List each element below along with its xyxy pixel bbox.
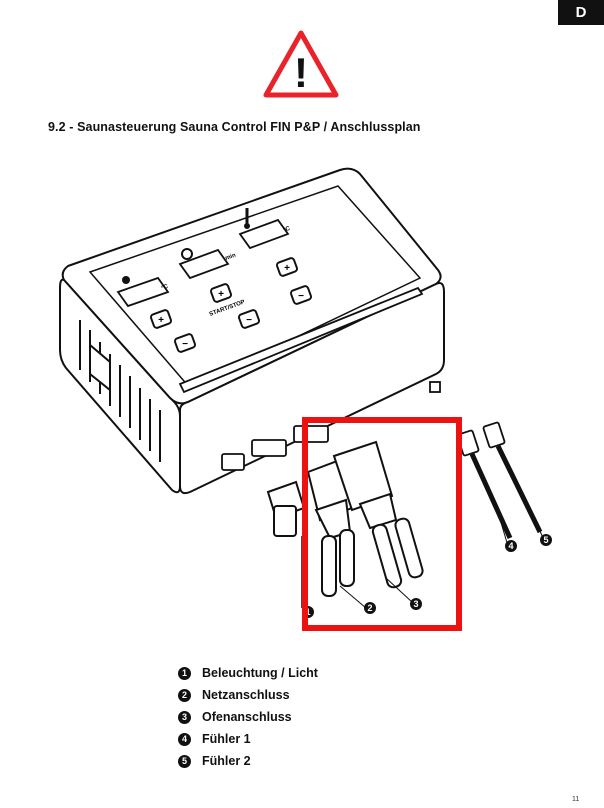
svg-text:°C: °C <box>161 284 170 292</box>
svg-text:−: − <box>246 315 252 326</box>
light-icon <box>122 276 130 284</box>
plug-heater <box>332 440 424 589</box>
callout-4: 4 <box>508 541 513 551</box>
svg-text:+: + <box>158 315 164 326</box>
plug-power <box>306 458 355 597</box>
sensor-plug-2 <box>482 421 543 534</box>
callout-5: 5 <box>543 535 548 545</box>
connection-diagram: °C min °C + − + − + − START/STOP <box>59 167 552 631</box>
page-number: 11 <box>572 796 580 803</box>
callout-3: 3 <box>413 599 418 609</box>
warning-icon: ! <box>263 30 339 98</box>
svg-text:−: − <box>182 339 188 350</box>
svg-text:min: min <box>225 252 237 261</box>
highlight-box <box>302 417 462 631</box>
callout-2: 2 <box>367 603 372 613</box>
svg-text:−: − <box>298 291 304 302</box>
timer-icon <box>181 248 193 260</box>
plug-light <box>266 480 306 608</box>
language-tab: D <box>558 0 604 25</box>
warning-symbol: ! <box>294 49 308 96</box>
svg-text:+: + <box>218 289 224 300</box>
sensor-plug-1 <box>456 429 513 540</box>
section-title: 9.2 - Saunasteuerung Sauna Control FIN P… <box>48 120 421 134</box>
svg-text:+: + <box>284 263 290 274</box>
svg-text:°C: °C <box>283 226 292 234</box>
